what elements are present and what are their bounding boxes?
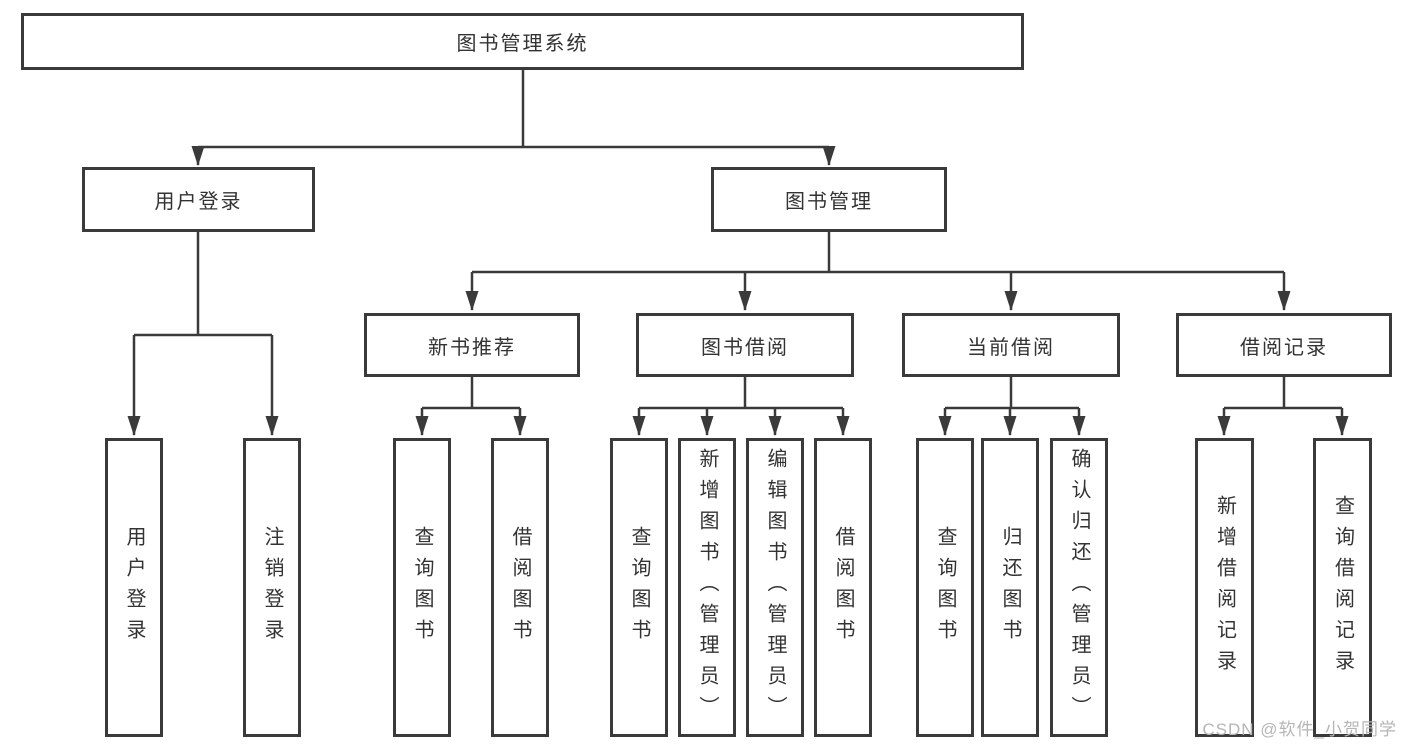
node-br-query-record: 查询借阅记录 bbox=[1313, 438, 1372, 737]
node-bb-borrow-book: 借阅图书 bbox=[814, 438, 872, 737]
connector-root-rail bbox=[198, 69, 829, 149]
node-cb-query-book: 查询图书 bbox=[916, 438, 974, 737]
node-user-login: 用户登录 bbox=[105, 438, 163, 737]
node-label: 查询图书 bbox=[628, 525, 650, 650]
node-br-add-record: 新增借阅记录 bbox=[1195, 438, 1254, 737]
connector-user-login-rail bbox=[134, 232, 272, 337]
node-bb-edit-book-admin: 编辑图书（管理员） bbox=[746, 438, 804, 737]
node-bb-add-book-admin: 新增图书（管理员） bbox=[678, 438, 736, 737]
node-cb-confirm-return-admin: 确认归还（管理员） bbox=[1050, 438, 1108, 737]
connector-book-management-rail bbox=[472, 232, 1284, 274]
connector-borrow-records-rail bbox=[1224, 377, 1342, 410]
node-label: 新增图书（管理员） bbox=[696, 448, 718, 727]
node-label: 借阅图书 bbox=[509, 525, 531, 650]
node-label: 图书管理 bbox=[785, 191, 873, 213]
node-label: 图书管理系统 bbox=[456, 33, 589, 55]
node-logout: 注销登录 bbox=[243, 438, 301, 737]
node-book-management: 图书管理 bbox=[711, 167, 947, 232]
connector-current-borrow-rail bbox=[945, 377, 1079, 410]
node-label: 借阅图书 bbox=[832, 525, 854, 650]
node-borrow-records: 借阅记录 bbox=[1176, 313, 1392, 377]
csdn-watermark: CSDN @软件_小贺同学 bbox=[1202, 720, 1397, 739]
node-label: 当前借阅 bbox=[967, 336, 1055, 359]
node-label: 查询图书 bbox=[934, 525, 956, 650]
node-book-borrow: 图书借阅 bbox=[636, 313, 854, 377]
node-nb-borrow-book: 借阅图书 bbox=[491, 438, 549, 737]
node-bb-query-book: 查询图书 bbox=[610, 438, 668, 737]
node-label: 注销登录 bbox=[261, 525, 283, 650]
node-label: 查询借阅记录 bbox=[1331, 494, 1354, 681]
node-new-book-recommend: 新书推荐 bbox=[364, 313, 580, 377]
node-label: 归还图书 bbox=[999, 525, 1021, 650]
node-label: 确认归还（管理员） bbox=[1068, 448, 1090, 727]
node-library-system: 图书管理系统 bbox=[21, 13, 1024, 70]
connector-book-borrow-rail bbox=[639, 377, 843, 410]
node-cb-return-book: 归还图书 bbox=[981, 438, 1039, 737]
node-nb-query-book: 查询图书 bbox=[393, 438, 451, 737]
node-label: 新书推荐 bbox=[428, 336, 516, 359]
node-label: 借阅记录 bbox=[1240, 336, 1328, 359]
node-label: 编辑图书（管理员） bbox=[764, 448, 786, 727]
node-current-borrow: 当前借阅 bbox=[902, 313, 1120, 377]
node-label: 用户登录 bbox=[123, 525, 145, 650]
connector-new-book-rail bbox=[422, 377, 520, 410]
node-label: 用户登录 bbox=[154, 191, 243, 213]
node-label: 图书借阅 bbox=[701, 336, 789, 359]
node-label: 新增借阅记录 bbox=[1213, 494, 1236, 681]
node-user-login-group: 用户登录 bbox=[82, 167, 315, 232]
node-label: 查询图书 bbox=[411, 525, 433, 650]
